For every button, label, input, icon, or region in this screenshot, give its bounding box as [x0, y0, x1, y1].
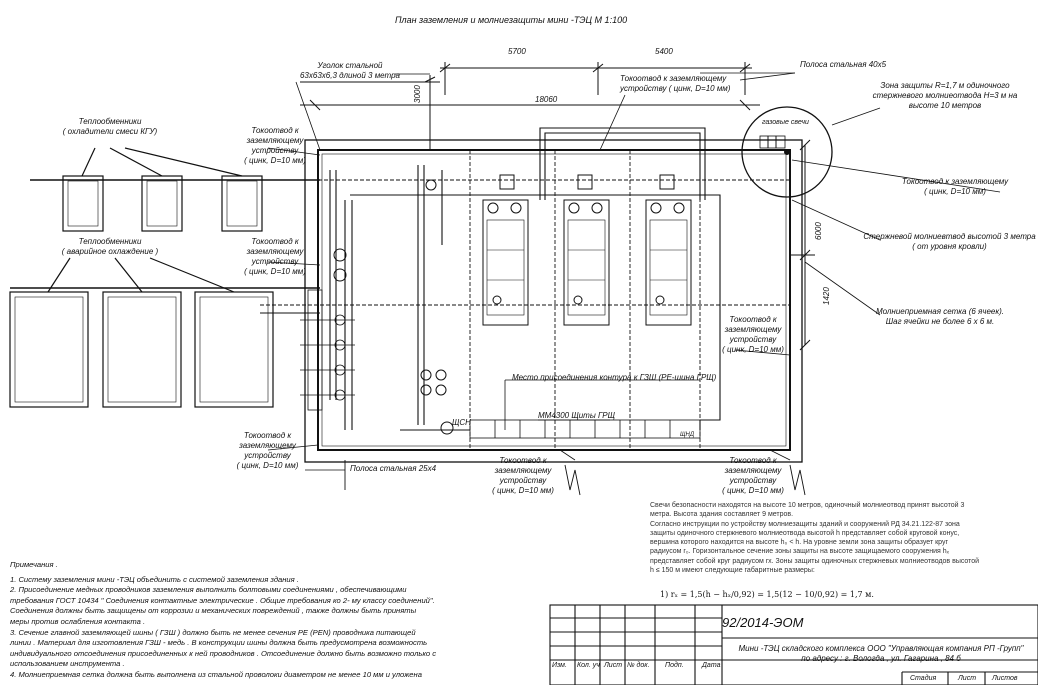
ground-loop — [304, 139, 803, 463]
pipework — [329, 127, 721, 431]
note-line: 1. Систему заземления мини -ТЭЦ объедини… — [10, 574, 299, 584]
gas-candles-label: газовые свечи — [762, 119, 809, 126]
para-line: защиты одиночного стержневого молниеотво… — [650, 529, 960, 537]
title-block-frame — [549, 604, 1038, 685]
note-line: требования ГОСТ 10434 " Соединения конта… — [10, 595, 435, 605]
para-line: h ≤ 150 м имеют следующие габаритные раз… — [650, 567, 815, 575]
dim-6000: 6000 — [814, 222, 823, 240]
grsh-panels — [469, 419, 701, 439]
note-line: Соединения должны быть защищены от корро… — [10, 606, 417, 616]
note-line: 2. Присоединение медных проводников зазе… — [10, 585, 407, 595]
document-code: 92/2014-ЭОМ — [722, 615, 804, 630]
generator-units — [482, 199, 692, 326]
para-line: радиусом r₀. Горизонтальное сечение зоны… — [650, 548, 949, 556]
tb-header-count: Кол. уч — [577, 662, 600, 669]
dim-3000: 3000 — [413, 85, 422, 103]
dim-18060: 18060 — [535, 95, 558, 104]
tb-sheets: Листов — [992, 675, 1018, 682]
tb-sheet: Лист — [958, 675, 977, 682]
note-line: использованием инструмента . — [10, 659, 125, 669]
rod-label: Стержневой молниевтвод высотой 3 метра( … — [863, 232, 1036, 251]
shchd-label: ЩНД — [680, 432, 695, 438]
notes-heading: Примечания . — [10, 560, 58, 569]
downconductor-ne: Токоотвод к заземляющему( цинк, D=10 мм) — [901, 177, 1009, 196]
dim-5700: 5700 — [508, 47, 526, 56]
para-line: Свечи безопасности находятся на высоте 1… — [650, 502, 965, 509]
hx-top-label: Теплообменники( охладители смеси КГУ) — [62, 117, 158, 136]
heat-exchangers-top — [62, 147, 263, 232]
lightning-mesh — [260, 150, 790, 450]
notes-block: Примечания . 1. Систему заземления мини … — [10, 560, 550, 681]
note-line: меры против ослабления контакта . — [10, 616, 146, 626]
protection-zone-circle — [741, 106, 833, 198]
para-line: представляет собой круг радиусом rх. Зон… — [650, 557, 980, 565]
project-description: Мини -ТЭЦ складского комплекса ООО "Упра… — [738, 644, 1024, 663]
explanation-paragraph: Свечи безопасности находятся на высоте 1… — [650, 501, 980, 575]
drawing-title: План заземления и молниезащиты мини -ТЭЦ… — [395, 15, 628, 25]
dim-1420: 1420 — [822, 287, 831, 305]
strip40-label: Полоса стальная 40х5 — [800, 60, 887, 69]
note-line: индивидуального отсоединения присоединен… — [10, 648, 437, 658]
radius-formula: 1) rₓ = 1,5(h − hₓ/0,92) = 1,5(12 − 10/0… — [660, 590, 874, 599]
dim-5400: 5400 — [655, 47, 673, 56]
grsh-label: ММ4300 Щиты ГРЩ — [538, 411, 616, 420]
connection-point-label: Место присоединения контура к ГЗШ (PE-ши… — [512, 373, 717, 382]
tb-header-date: Дата — [702, 662, 721, 669]
heat-exchangers-bottom — [9, 257, 274, 408]
pipe-valves — [333, 174, 675, 435]
note-line: 4. Молниеприемная сетка должна быть выпо… — [10, 669, 422, 679]
dimension-lines — [300, 62, 815, 351]
strip25-label: Полоса стальная 25х4 — [350, 464, 437, 473]
para-line: вершина которого находится на высоте h₀ … — [650, 539, 949, 547]
tb-stage: Стадия — [910, 675, 937, 682]
left-equipment — [300, 289, 355, 411]
shsn-label: ЩСН — [452, 418, 471, 427]
mesh-label: Молниеприемная сетка (6 ячеек).Шаг ячейк… — [875, 307, 1005, 326]
para-line: метра. Высота здания составляет 9 метров… — [650, 511, 794, 519]
hx-bottom-label: Теплообменники( аварийное охлаждение ) — [61, 237, 159, 256]
note-line: линии . Материал для изготовления ГЗШ - … — [10, 638, 428, 648]
tb-header-doc: № док. — [627, 662, 650, 669]
tb-header-change: Изм. — [552, 662, 567, 669]
para-line: Согласно инструкции по устройству молние… — [650, 520, 960, 528]
note-line: 3. Сечение главной заземляющей шины ( ГЗ… — [10, 627, 416, 637]
leader-lines — [267, 72, 1001, 471]
tb-header-sign: Подп. — [665, 662, 684, 669]
tb-header-sheet: Лист — [604, 662, 623, 669]
